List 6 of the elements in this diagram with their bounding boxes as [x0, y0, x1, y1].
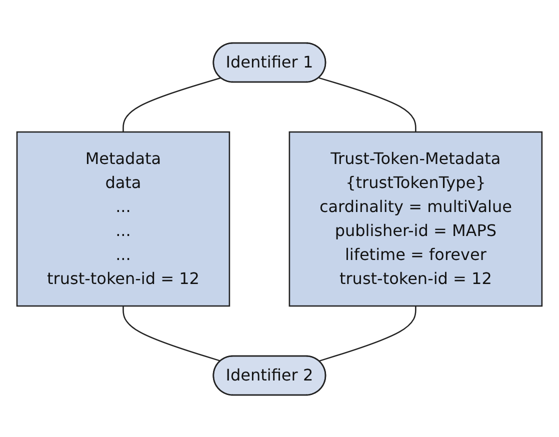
node-box: Metadata data ... ... ... trust-token-id = 12 — [16, 130, 230, 306]
connector — [122, 306, 222, 362]
connector — [318, 76, 416, 132]
connector — [122, 76, 222, 132]
node-box: Trust-Token-Metadata {trustTokenType} cardinality = multiValue publisher-id = MAPS lifetime = forever trust-token-id = 12 — [288, 130, 543, 306]
connector — [318, 306, 416, 362]
